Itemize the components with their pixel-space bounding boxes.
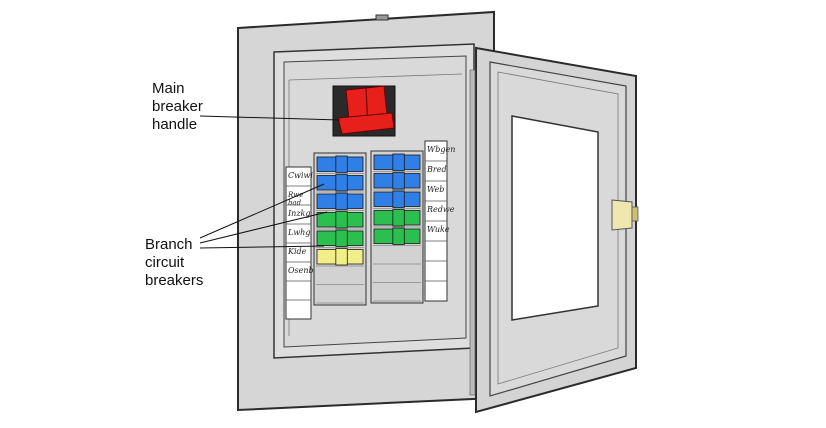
directory-right-entry: Web <box>427 185 444 194</box>
main-breaker-leader <box>199 115 341 121</box>
directory-right-entry: Wuke <box>427 225 450 234</box>
door-hinge <box>469 69 476 396</box>
directory-right-entry: Redwe <box>426 205 455 214</box>
directory-right-entry: Wbgen <box>427 145 455 154</box>
breaker-right-breaker[interactable] <box>373 190 421 208</box>
breaker-left-breaker[interactable] <box>316 248 364 266</box>
door-window <box>511 115 599 321</box>
main-breaker[interactable] <box>332 85 396 137</box>
breaker-left-breaker[interactable] <box>316 192 364 210</box>
directory-left-entry: Rwe <box>287 191 303 199</box>
main-breaker-label: Main breaker handle <box>152 80 203 133</box>
branch-leader-3 <box>199 245 325 249</box>
door-latch[interactable] <box>611 199 639 231</box>
directory-left-entry: Kide <box>287 247 307 256</box>
directory-right-entry: Bred <box>426 165 447 174</box>
branch-breakers-label: Branch circuit breakers <box>145 236 204 289</box>
deadfront-line <box>288 73 463 81</box>
breaker-column-right <box>370 150 424 304</box>
branch-leader-1 <box>199 183 325 239</box>
panel-door[interactable] <box>469 46 639 414</box>
directory-left-entry: bad <box>288 199 302 207</box>
breaker-right-breaker[interactable] <box>373 153 421 171</box>
branch-leader-2 <box>199 211 328 244</box>
directory-left-entry: Lwhg <box>287 228 310 237</box>
breaker-right-breaker[interactable] <box>373 227 421 245</box>
breaker-left-breaker[interactable] <box>316 174 364 192</box>
directory-left-entry: Inzkg <box>287 209 311 218</box>
directory-left-entry: Osenb <box>288 266 314 275</box>
breaker-right-breaker[interactable] <box>373 209 421 227</box>
breaker-left-breaker[interactable] <box>316 211 364 229</box>
panel-top-tab <box>375 14 389 21</box>
breaker-right-breaker[interactable] <box>373 172 421 190</box>
breaker-left-breaker[interactable] <box>316 155 364 173</box>
directory-left-entry: Cwiwi <box>288 171 313 180</box>
breaker-column-left <box>313 152 367 306</box>
breaker-left-breaker[interactable] <box>316 229 364 247</box>
